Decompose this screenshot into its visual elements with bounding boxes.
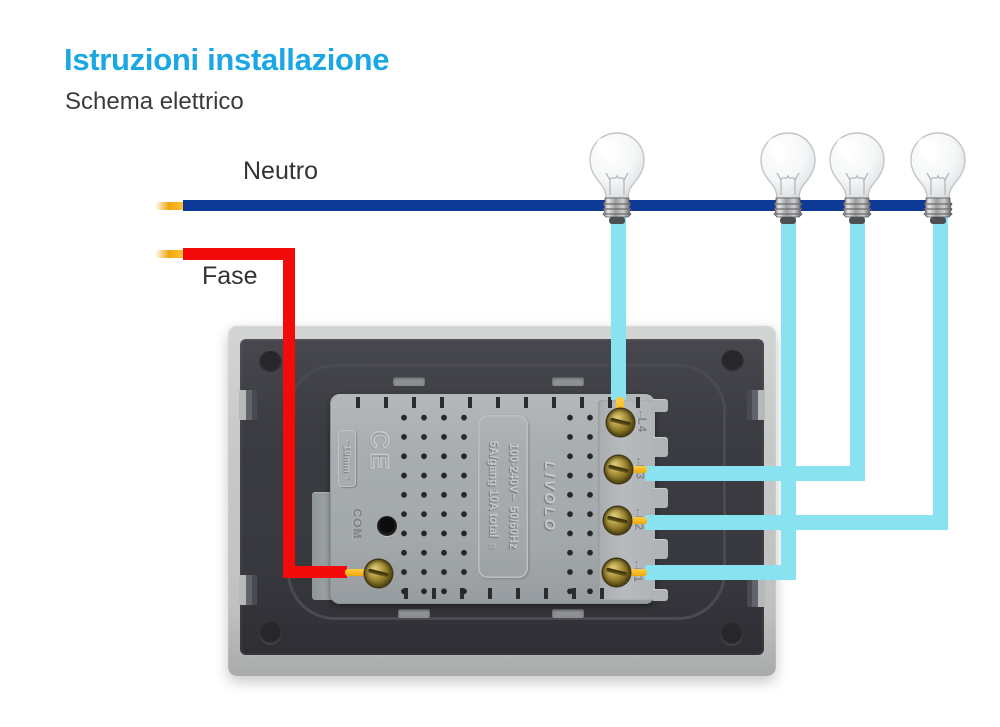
- page-title: Istruzioni installazione: [64, 42, 390, 77]
- load-wire-bulb3-drop: [849, 215, 865, 481]
- side-clip: [239, 575, 257, 605]
- load-wire-bulb1-drop: [610, 215, 626, 400]
- plate-screw-hole: [719, 622, 743, 646]
- side-clip: [747, 577, 765, 607]
- phase-wire-to-com: [283, 566, 347, 578]
- strip-length-marking: ↑10mm↓: [340, 432, 354, 485]
- mounting-slot: [393, 377, 425, 386]
- ratings-text: 100-240V~ 50/60Hz 5A/gang 10A total ☼: [481, 411, 525, 581]
- strip-length-text: 10mm: [342, 444, 352, 473]
- load-wire-bulb2-drop: [780, 215, 796, 580]
- com-terminal-block: [312, 492, 332, 600]
- terminal-strip-tab: [653, 539, 668, 559]
- load-wire-l2-run: [645, 514, 948, 530]
- l1-wire-tip: [618, 568, 647, 576]
- light-bulb-2: [758, 130, 818, 226]
- side-clip: [239, 390, 257, 420]
- ratings-line2: 5A/gang 10A total ☼: [487, 440, 499, 552]
- terminal-strip-tab: [653, 488, 668, 508]
- vent-slits-bottom: [404, 588, 604, 599]
- module-fixing-hole: [377, 516, 397, 536]
- com-terminal-label: COM: [350, 508, 364, 540]
- plate-screw-hole: [720, 349, 744, 373]
- light-bulb-4: [908, 130, 968, 226]
- load-wire-l3-run: [645, 465, 865, 481]
- l3-wire-tip: [618, 465, 647, 473]
- plate-screw-hole: [258, 350, 282, 374]
- mounting-slot: [398, 609, 430, 618]
- light-bulb-1: [587, 130, 647, 226]
- brand-logo: LIVOLO: [541, 461, 557, 533]
- strip-length-badge: [338, 430, 356, 487]
- phase-wire-label: Fase: [202, 262, 258, 290]
- terminal-screw-l3: [604, 455, 632, 483]
- arrow-up-icon: ↑: [344, 436, 350, 447]
- phase-wire-horizontal: [183, 248, 295, 260]
- side-clip: [747, 390, 765, 420]
- arrow-down-icon: ↓: [344, 470, 350, 480]
- terminal-screw-com: [364, 559, 392, 587]
- terminal-strip-tab: [653, 589, 668, 601]
- plate-screw-hole: [258, 621, 282, 645]
- terminal-screw-l2: [603, 506, 631, 534]
- neutral-wire-label: Neutro: [243, 157, 319, 185]
- terminal-strip-tab: [653, 437, 668, 457]
- mounting-slot: [552, 609, 584, 618]
- load-wire-l1-run: [645, 564, 796, 580]
- com-wire-tip: [345, 569, 376, 576]
- phase-bare-tip: [155, 250, 186, 258]
- vent-slits-top: [356, 397, 644, 408]
- terminal-screw-l1: [602, 558, 630, 586]
- vent-holes-left: [394, 408, 472, 596]
- neutral-bare-tip: [155, 201, 186, 210]
- l2-wire-tip: [618, 516, 647, 524]
- phase-wire-vertical: [283, 248, 295, 578]
- up-arrow-icon: ↑: [637, 408, 645, 421]
- terminal-screw-l4: [606, 408, 634, 436]
- load-wire-bulb4-drop: [932, 215, 948, 530]
- terminal-strip-tab: [653, 399, 668, 412]
- mounting-slot: [552, 377, 584, 386]
- page-subtitle: Schema elettrico: [65, 88, 244, 115]
- vent-holes-right: [560, 408, 600, 596]
- ce-mark: CE: [365, 430, 394, 474]
- ratings-line1: 100-240V~ 50/60Hz: [507, 443, 519, 549]
- neutral-wire: [183, 200, 950, 211]
- light-bulb-3: [827, 130, 887, 226]
